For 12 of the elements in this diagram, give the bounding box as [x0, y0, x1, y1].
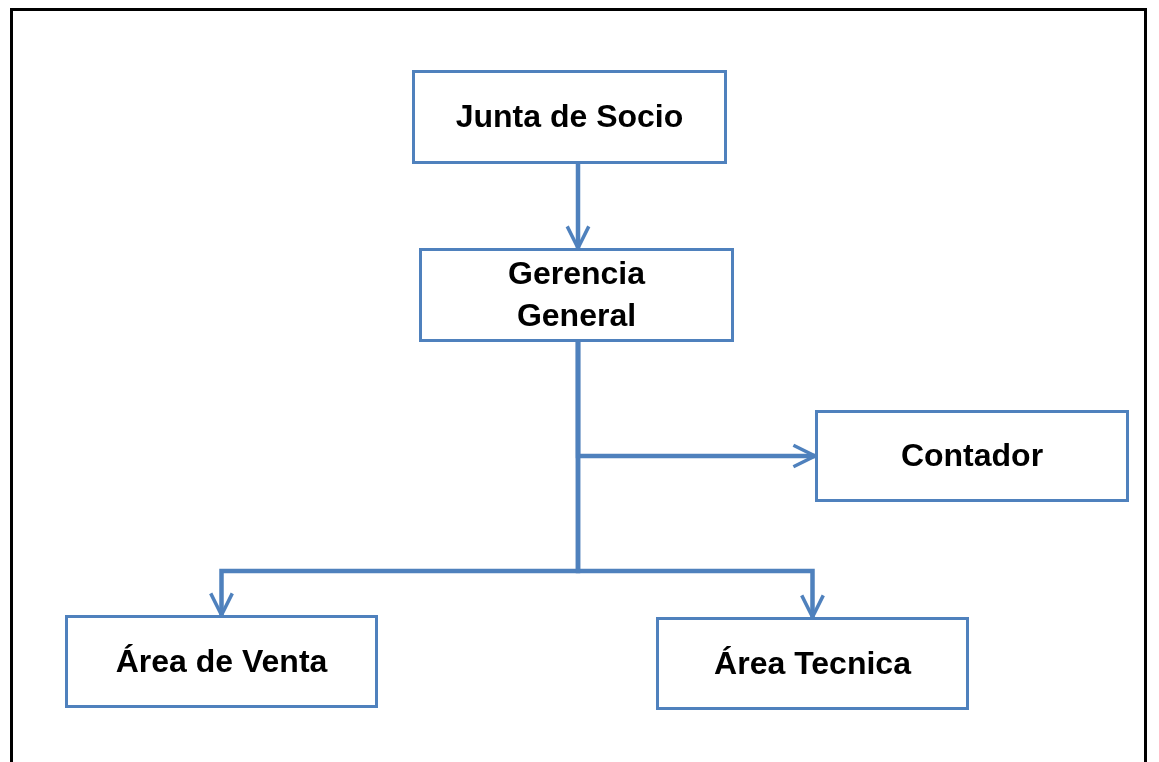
box-label: Gerencia General [507, 254, 647, 335]
connector-arrow [575, 342, 826, 619]
connector-arrow [565, 164, 591, 250]
org-box [412, 70, 727, 164]
box-label: Contador [900, 436, 1044, 476]
org-box [656, 617, 969, 710]
box-label: Área Tecnica [714, 643, 911, 683]
box-label: Junta de Socio [455, 97, 684, 137]
box-label: Área de Venta [115, 641, 328, 681]
org-box [65, 615, 378, 708]
org-box [419, 248, 734, 342]
org-box [815, 410, 1129, 502]
